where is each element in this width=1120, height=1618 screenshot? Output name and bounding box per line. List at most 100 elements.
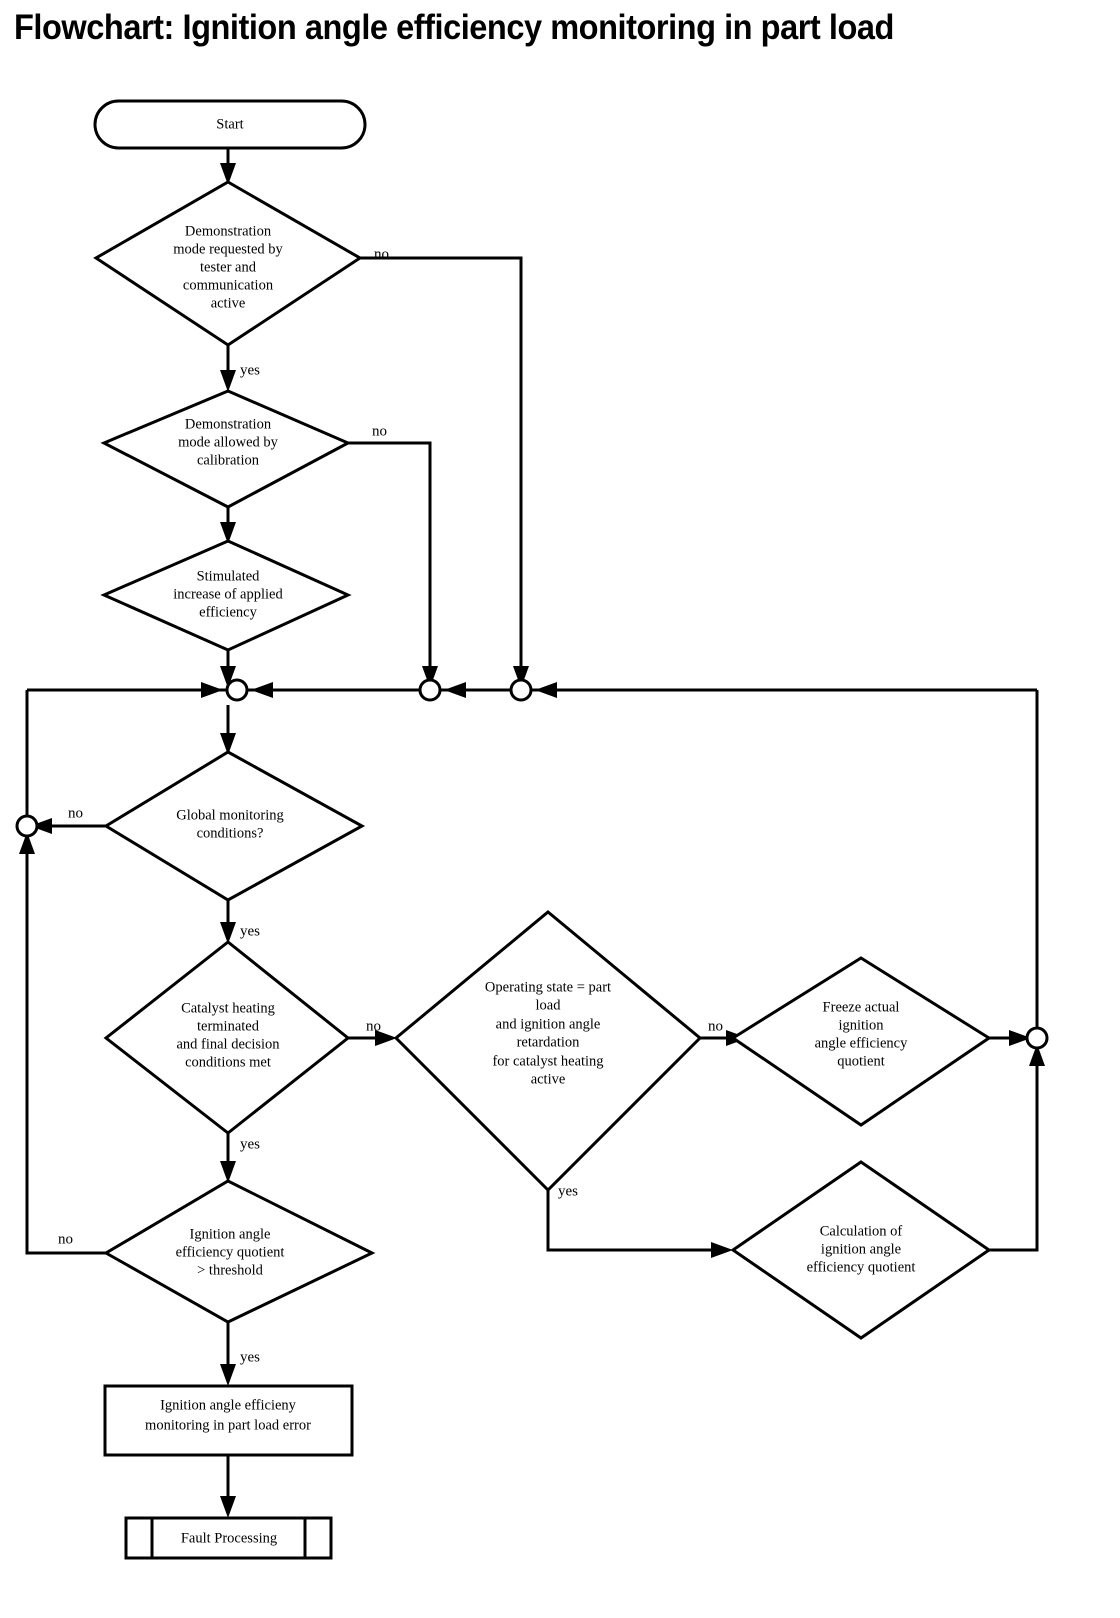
d6-line-4: for catalyst heating (492, 1053, 603, 1069)
d1-line-0: Demonstration (185, 223, 272, 239)
arrowhead-d9-yes (220, 1364, 236, 1386)
d2-line-0: Demonstration (185, 416, 272, 432)
junction-j4[interactable] (15, 814, 39, 838)
d9-line-0: Ignition angle (190, 1226, 271, 1242)
node-decision-demo-mode-requested[interactable]: Demonstration mode requested by tester a… (93, 180, 363, 347)
d8-diamond-shape (730, 1160, 992, 1340)
d4-line-1: conditions? (197, 825, 264, 841)
d6-diamond-shape (393, 910, 703, 1193)
p2-label: Fault Processing (181, 1530, 277, 1546)
p1-process-shape (103, 1384, 354, 1457)
node-start[interactable]: Start (93, 99, 367, 150)
d1-line-3: communication (183, 277, 274, 293)
d7-line-3: quotient (837, 1053, 885, 1069)
d9-line-2: > threshold (197, 1262, 264, 1278)
p2-outer-shape (124, 1516, 333, 1560)
edge-label-d9-no: no (58, 1231, 73, 1247)
d8-line-0: Calculation of (820, 1223, 903, 1239)
arrowhead-into-j1-right (251, 682, 273, 698)
d5-line-0: Catalyst heating (181, 1000, 275, 1016)
d6-line-3: retardation (517, 1034, 581, 1050)
d7-line-1: ignition (838, 1017, 884, 1033)
d3-diamond-shape (100, 539, 352, 652)
d4-diamond-shape (103, 750, 366, 902)
edge-label-d6-yes: yes (558, 1183, 578, 1199)
edge-d2-no (348, 441, 432, 672)
arrowhead-j1-d4 (220, 733, 236, 755)
d3-line-0: Stimulated (197, 568, 261, 584)
junction-j1[interactable] (225, 678, 249, 702)
node-decision-calculation-quotient[interactable]: Calculation of ignition angle efficiency… (730, 1160, 992, 1340)
d2-diamond-shape (100, 389, 352, 509)
edge-label-d4-yes: yes (240, 923, 260, 939)
arrowhead-d6-yes (711, 1242, 733, 1258)
d6-line-1: load (536, 997, 562, 1013)
arrowhead-d1-no (513, 666, 529, 688)
edge-d1-no (360, 256, 523, 672)
node-predefined-process-fault[interactable]: Fault Processing (124, 1516, 333, 1560)
edge-label-d1-no: no (374, 246, 389, 262)
d5-line-2: and final decision (176, 1036, 280, 1052)
start-label: Start (216, 116, 243, 132)
edge-label-d4-no: no (68, 805, 83, 821)
edge-label-d5-yes: yes (240, 1136, 260, 1152)
arrowhead-into-j1-left (201, 682, 223, 698)
d5-line-1: terminated (197, 1018, 260, 1034)
junction-j5[interactable] (1025, 1026, 1049, 1050)
edge-label-d2-no: no (372, 423, 387, 439)
arrowhead-d9-no (19, 832, 35, 854)
d9-diamond-shape (103, 1179, 376, 1324)
edge-d8-j5 (989, 1053, 1039, 1252)
arrowhead-d7-j5 (1009, 1030, 1031, 1046)
d6-line-5: active (531, 1071, 566, 1087)
arrowhead-d4-no (30, 818, 52, 834)
d5-diamond-shape (103, 940, 351, 1135)
node-decision-freeze-quotient[interactable]: Freeze actual ignition angle efficiency … (730, 956, 992, 1127)
d1-diamond-shape (93, 180, 363, 347)
edge-label-d5-no: no (366, 1018, 381, 1034)
d8-line-2: efficiency quotient (807, 1259, 916, 1275)
arrowhead-p1-p2 (220, 1496, 236, 1518)
d1-line-4: active (211, 295, 246, 311)
arrowhead-d5-no (375, 1030, 397, 1046)
edge-label-d9-yes: yes (240, 1349, 260, 1365)
page-title: Flowchart: Ignition angle efficiency mon… (14, 8, 894, 47)
node-decision-quotient-threshold[interactable]: Ignition angle efficiency quotient > thr… (103, 1179, 376, 1324)
arrowhead-d2-no (422, 666, 438, 688)
arrowhead-into-j2-right (444, 682, 466, 698)
d6-line-2: and ignition angle (496, 1016, 601, 1032)
junction-j3[interactable] (509, 678, 533, 702)
arrowhead-into-j3-right (535, 682, 557, 698)
node-process-error[interactable]: Ignition angle efficieny monitoring in p… (103, 1384, 354, 1457)
d7-line-0: Freeze actual (823, 999, 900, 1015)
d7-diamond-shape (730, 956, 992, 1127)
d1-line-2: tester and (200, 259, 257, 275)
d8-line-1: ignition angle (821, 1241, 901, 1257)
node-decision-operating-state[interactable]: Operating state = part load and ignition… (393, 910, 703, 1193)
edge-label-d1-yes: yes (240, 362, 260, 378)
arrowhead-d8-j5 (1029, 1044, 1045, 1066)
arrowhead-d5-yes (220, 1161, 236, 1183)
node-decision-global-monitoring[interactable]: Global monitoring conditions? (103, 750, 366, 902)
junction-j2[interactable] (418, 678, 442, 702)
start-terminator-shape (93, 99, 367, 150)
d3-line-2: efficiency (199, 604, 257, 620)
d2-line-2: calibration (197, 452, 260, 468)
p1-line-1: monitoring in part load error (145, 1417, 311, 1433)
d9-line-1: efficiency quotient (176, 1244, 285, 1260)
d4-line-0: Global monitoring (176, 807, 284, 823)
arrowhead-d3-j1 (220, 666, 236, 688)
node-decision-catalyst-heating[interactable]: Catalyst heating terminated and final de… (103, 940, 351, 1135)
d7-line-2: angle efficiency (815, 1035, 908, 1051)
edge-d6-yes (546, 1190, 718, 1252)
d3-line-1: increase of applied (173, 586, 283, 602)
d2-line-1: mode allowed by (178, 434, 279, 450)
node-decision-stimulated-increase[interactable]: Stimulated increase of applied efficienc… (100, 539, 352, 652)
node-decision-demo-mode-allowed[interactable]: Demonstration mode allowed by calibratio… (100, 389, 352, 509)
p1-line-0: Ignition angle efficieny (160, 1397, 297, 1413)
arrowhead-d1-yes (220, 370, 236, 392)
d6-line-0: Operating state = part (485, 979, 611, 995)
arrowhead-d2-d3 (220, 522, 236, 544)
